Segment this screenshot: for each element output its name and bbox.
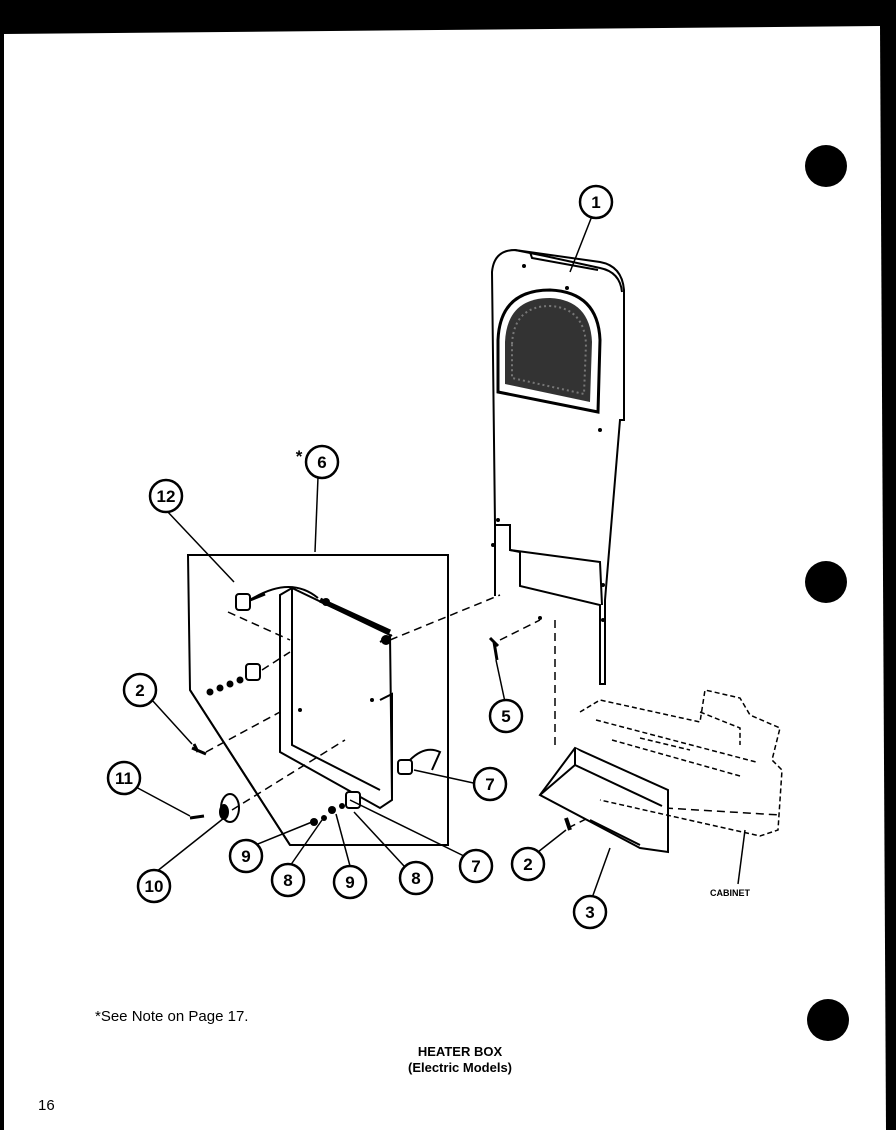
svg-text:12: 12 (157, 487, 176, 506)
cabinet-label: CABINET (710, 888, 751, 898)
callout-8-right: 8 (398, 860, 434, 896)
svg-text:6: 6 (317, 453, 326, 472)
part-6-assembly-outline (186, 554, 449, 846)
cover-screw-holes (491, 264, 605, 622)
svg-text:5: 5 (501, 707, 510, 726)
svg-text:2: 2 (523, 855, 532, 874)
callout-leaders (133, 215, 746, 899)
part-10-bushing (219, 793, 240, 823)
part-1-cover-panel (490, 248, 625, 685)
part-12-screw (235, 592, 266, 611)
callout-6: 6 * (296, 444, 340, 480)
title-line-2: (Electric Models) (407, 1060, 513, 1075)
callout-5: 5 (488, 698, 524, 734)
callout-8-left: 8 (270, 862, 306, 898)
part-2-screw-left (191, 743, 207, 756)
footnote: *See Note on Page 17. (95, 1008, 249, 1025)
svg-text:*: * (296, 447, 303, 466)
svg-text:8: 8 (283, 871, 292, 890)
diagram-title: HEATER BOX (Electric Models) (360, 1044, 560, 1076)
svg-text:7: 7 (485, 775, 494, 794)
callout-10: 10 (136, 868, 172, 904)
svg-text:2: 2 (135, 681, 144, 700)
assembly-leader-lines (205, 594, 781, 829)
svg-text:10: 10 (145, 877, 164, 896)
svg-text:9: 9 (345, 873, 354, 892)
callout-9-right: 9 (332, 864, 368, 900)
svg-text:8: 8 (411, 869, 420, 888)
callout-7-lower: 7 (458, 848, 494, 884)
callout-11: 11 (106, 760, 142, 796)
binder-hole-bottom (807, 999, 849, 1041)
binder-hole-top (805, 145, 847, 187)
heater-element-plate (249, 586, 394, 810)
svg-text:7: 7 (471, 857, 480, 876)
part-2-screw-right (564, 817, 572, 831)
part-3-bracket (538, 746, 669, 854)
paper-sheet (4, 26, 886, 1130)
callout-1: 1 (578, 184, 614, 220)
cover-grille (496, 288, 602, 414)
part-11-screw (189, 814, 205, 820)
washer-stack-left (206, 663, 261, 696)
page-number: 16 (38, 1097, 55, 1114)
binder-hole-middle (805, 561, 847, 603)
callout-7-upper: 7 (472, 766, 508, 802)
part-7-insulator-upper (397, 748, 442, 775)
callout-9-left: 9 (228, 838, 264, 874)
callout-12: 12 (148, 478, 184, 514)
svg-text:1: 1 (591, 193, 600, 212)
svg-text:11: 11 (115, 769, 133, 788)
cabinet-outline (579, 689, 783, 837)
svg-text:9: 9 (241, 847, 250, 866)
callout-2-left: 2 (122, 672, 158, 708)
callout-3: 3 (572, 894, 608, 930)
part-5-screw (488, 636, 500, 661)
callout-2-right: 2 (510, 846, 546, 882)
svg-text:3: 3 (585, 903, 594, 922)
title-line-1: HEATER BOX (417, 1044, 503, 1059)
element-terminals (298, 598, 391, 712)
